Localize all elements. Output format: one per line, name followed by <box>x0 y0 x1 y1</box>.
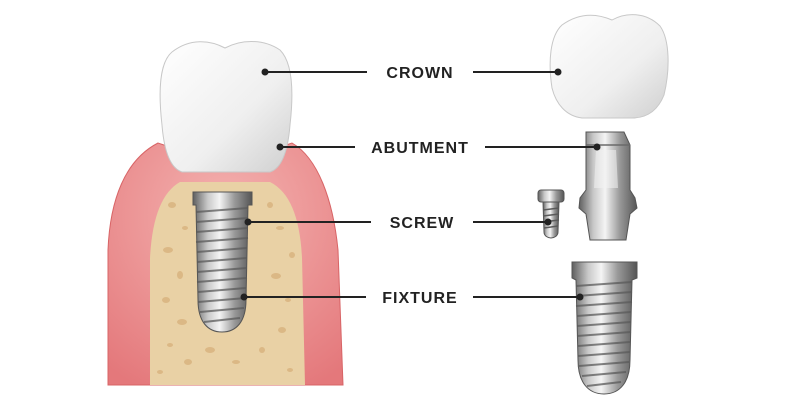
crown-on-implant <box>159 41 293 173</box>
leader-lines <box>244 71 597 298</box>
abutment-label: ABUTMENT <box>371 140 469 157</box>
fixture-part <box>571 261 638 395</box>
leader-dots <box>240 68 601 301</box>
abutment-part <box>578 131 638 241</box>
screw-label: SCREW <box>390 215 455 232</box>
fixture-label: FIXTURE <box>382 290 457 307</box>
fixture-in-bone <box>192 191 253 333</box>
crown-part <box>549 14 669 119</box>
bone-texture <box>157 193 295 374</box>
crown-label: CROWN <box>386 65 453 82</box>
screw-part <box>537 189 565 239</box>
